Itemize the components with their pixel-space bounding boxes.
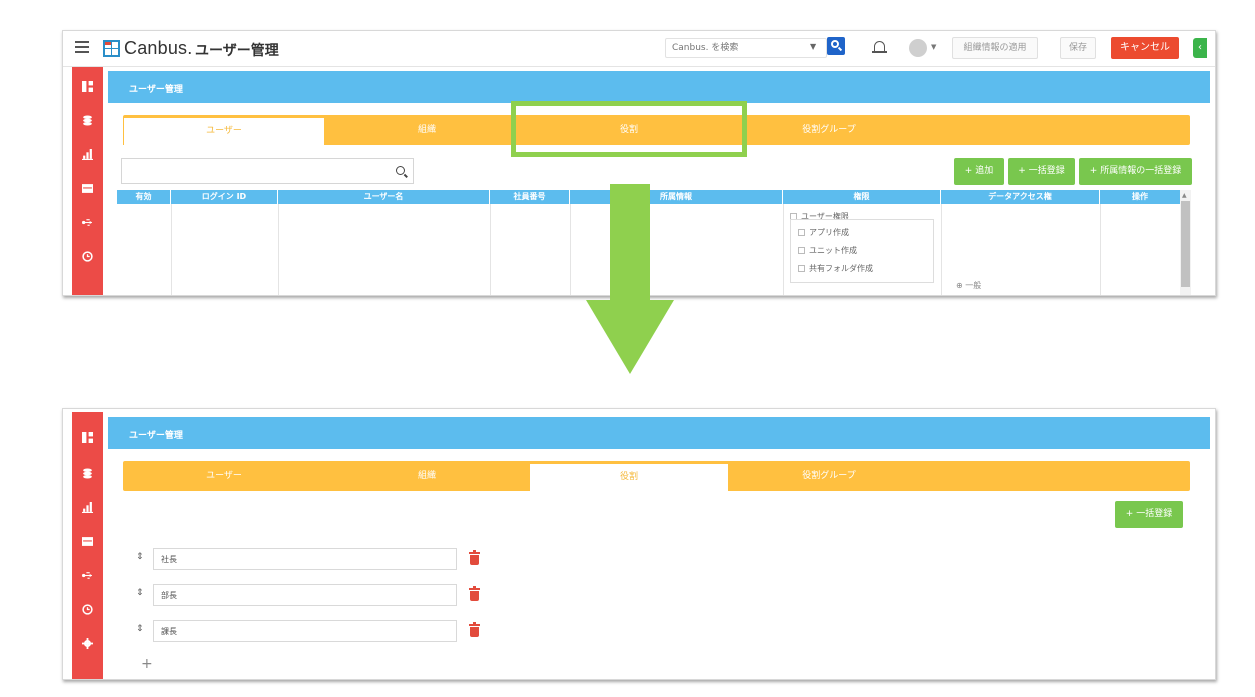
notification-bell-icon[interactable] [872,40,887,56]
usb-share-icon[interactable] [72,566,103,580]
bar-chart-icon[interactable] [72,498,103,513]
app-logo-text: Canbus. [124,38,193,58]
column-header[interactable]: データアクセス権 [941,190,1100,204]
permission-label: アプリ作成 [809,228,849,237]
bulk-register-button[interactable]: + 一括登録 [1115,501,1183,528]
bulk-register-button[interactable]: + 一括登録 [1008,158,1075,185]
cancel-button[interactable]: キャンセル [1111,37,1179,59]
data-access-value[interactable]: ⊕ 一般 [956,281,982,290]
users-table-body [117,204,1180,295]
dashboard-icon[interactable] [72,77,103,92]
checkbox-icon [798,229,805,236]
role-name-input[interactable] [153,548,457,570]
tab-role-groups[interactable]: 役割グループ [802,471,856,481]
tab-organization[interactable]: 組織 [417,471,436,481]
role-name-input[interactable] [153,584,457,606]
roles-tab-highlight-box [511,101,747,157]
section-title: ユーザー管理 [108,417,1210,449]
trash-icon[interactable] [469,550,480,565]
database-icon[interactable] [72,111,103,126]
drag-handle-icon[interactable]: ⇕ [136,552,144,562]
transition-arrow-icon [586,184,674,374]
panel-toggle-chevron-icon[interactable]: ‹ [1193,38,1207,58]
trash-icon[interactable] [469,622,480,637]
tab-organization[interactable]: 組織 [417,125,436,135]
dashboard-icon[interactable] [72,428,103,443]
column-header[interactable]: 権限 [783,190,941,204]
user-avatar[interactable] [909,39,927,57]
page-title: ユーザー管理 [195,43,279,59]
scroll-up-arrow-icon[interactable]: ▲ [1182,192,1187,199]
column-header[interactable]: 所属情報 [570,190,783,204]
data-access-label: 一般 [965,281,982,290]
section-title: ユーザー管理 [108,71,1210,103]
trash-icon[interactable] [469,586,480,601]
history-clock-icon[interactable] [72,247,103,262]
settings-gear-icon[interactable] [72,634,103,649]
permission-item[interactable]: ユニット作成 [798,245,857,256]
bar-chart-icon[interactable] [72,145,103,160]
search-scope-caret-icon[interactable]: ▼ [810,42,817,51]
permission-item[interactable]: アプリ作成 [798,227,849,238]
tab-bar: ユーザー 組織 役割 役割グループ [123,461,1190,491]
user-search-input[interactable] [121,158,414,184]
checkbox-icon [798,247,805,254]
search-button[interactable] [827,37,845,55]
column-header[interactable]: 社員番号 [490,190,570,204]
permission-group-label: ユーザー権限 [801,212,849,221]
add-user-button[interactable]: + 追加 [954,158,1004,185]
folder-box-icon[interactable] [72,179,103,193]
search-icon [831,40,839,48]
permission-label: 共有フォルダ作成 [809,264,873,273]
column-header[interactable]: 操作 [1132,192,1148,201]
add-role-button[interactable]: + [141,656,153,672]
role-name-input[interactable] [153,620,457,642]
drag-handle-icon[interactable]: ⇕ [136,588,144,598]
checkbox-icon [798,265,805,272]
avatar-menu-caret-icon[interactable]: ▼ [931,43,937,51]
search-icon [396,166,405,175]
side-navigation [72,412,103,679]
canbus-logo-icon [103,40,120,57]
apply-org-info-button[interactable]: 組織情報の適用 [952,37,1038,59]
folder-box-icon[interactable] [72,532,103,546]
tab-users[interactable]: ユーザー [206,471,242,481]
table-scrollbar-thumb[interactable] [1181,201,1190,287]
bulk-affiliation-register-button[interactable]: + 所属情報の一括登録 [1079,158,1192,185]
side-navigation [72,67,103,295]
history-clock-icon[interactable] [72,600,103,615]
tab-role-groups[interactable]: 役割グループ [802,125,856,135]
save-button[interactable]: 保存 [1060,37,1096,59]
hamburger-menu-icon[interactable] [75,41,89,53]
permission-item[interactable]: 共有フォルダ作成 [798,263,873,274]
usb-share-icon[interactable] [72,213,103,227]
tab-roles[interactable]: 役割 [529,463,729,491]
tab-roles[interactable]: 役割 [619,125,638,135]
drag-handle-icon[interactable]: ⇕ [136,624,144,634]
database-icon[interactable] [72,464,103,479]
permission-list [790,219,934,283]
column-header[interactable]: ログイン ID [171,190,278,204]
permission-label: ユニット作成 [809,246,857,255]
roles-tab-screen: ユーザー管理 ユーザー 組織 役割 役割グループ + 一括登録 ⇕ ⇕ ⇕ + [62,408,1216,680]
column-header[interactable]: ユーザー名 [278,190,490,204]
tab-bar: ユーザー 組織 役割 役割グループ [123,115,1190,145]
tab-users[interactable]: ユーザー [123,117,325,145]
column-header[interactable]: 有効 [117,190,171,204]
app-header: Canbus. ユーザー管理 ▼ ▼ 組織情報の適用 保存 キャンセル ‹ [63,31,1215,67]
global-search-input[interactable] [665,38,827,58]
